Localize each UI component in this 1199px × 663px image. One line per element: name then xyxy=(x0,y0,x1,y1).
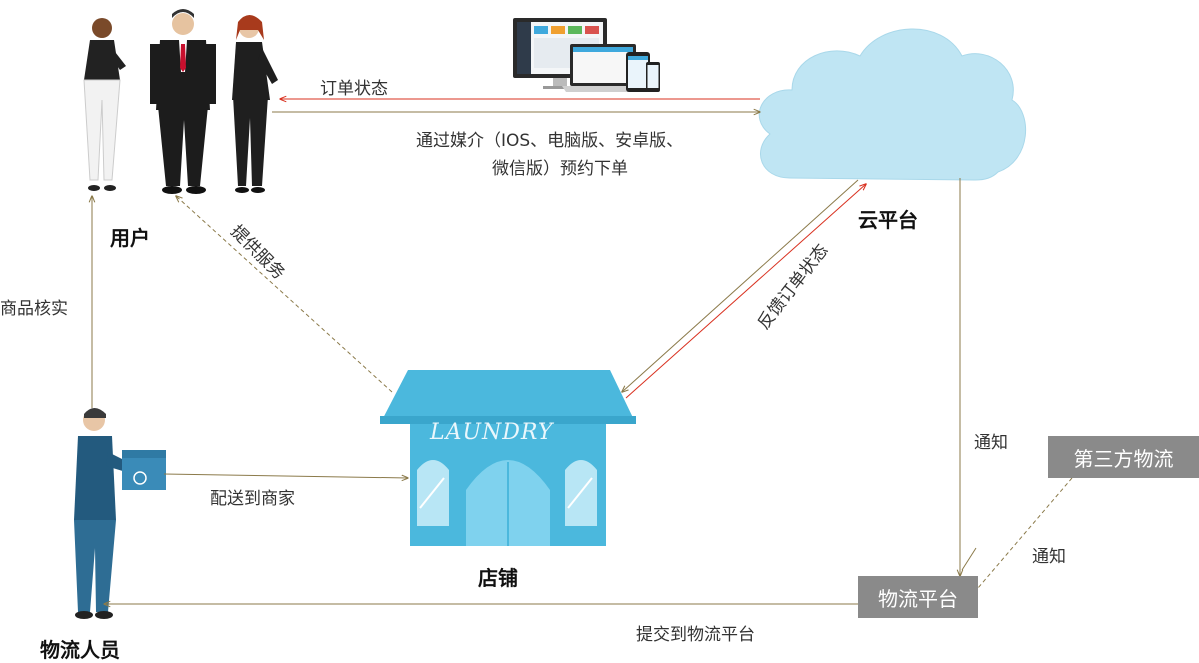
node-store-label: 店铺 xyxy=(478,566,518,590)
label-deliver-to-store: 配送到商家 xyxy=(210,489,295,509)
label-notify-third-party: 通知 xyxy=(1032,547,1066,567)
cloud-shape xyxy=(758,28,1027,181)
node-courier-label: 物流人员 xyxy=(40,638,120,662)
label-notify-logistics: 通知 xyxy=(974,433,1008,453)
user-figure-man-center xyxy=(150,9,216,194)
edge-feedback-status xyxy=(625,184,866,399)
edge-cloud-to-store xyxy=(622,179,859,392)
node-users-label: 用户 xyxy=(110,226,150,250)
courier-figure xyxy=(74,408,166,619)
label-verify-goods: 商品核实 xyxy=(0,299,68,319)
edge-provide-service xyxy=(176,196,393,393)
user-figure-woman-right xyxy=(232,15,278,193)
user-figure-woman-left xyxy=(83,18,126,191)
label-order-status: 订单状态 xyxy=(320,79,388,99)
node-third-party-logistics: 第三方物流 xyxy=(1048,436,1199,478)
users-illustration xyxy=(83,9,278,194)
label-place-order-line1: 通过媒介（IOS、电脑版、安卓版、 xyxy=(416,131,684,151)
store-building xyxy=(380,370,636,546)
devices-illustration xyxy=(513,18,660,92)
label-place-order-line2: 微信版）预约下单 xyxy=(492,159,628,179)
edge-notify-third-party xyxy=(977,477,1073,589)
node-logistics-platform: 物流平台 xyxy=(858,576,978,618)
node-cloud-label: 云平台 xyxy=(858,208,918,232)
edge-deliver-to-store xyxy=(163,473,408,478)
label-submit-to-logistics: 提交到物流平台 xyxy=(636,625,755,645)
store-sign-text: LAUNDRY xyxy=(430,420,554,445)
